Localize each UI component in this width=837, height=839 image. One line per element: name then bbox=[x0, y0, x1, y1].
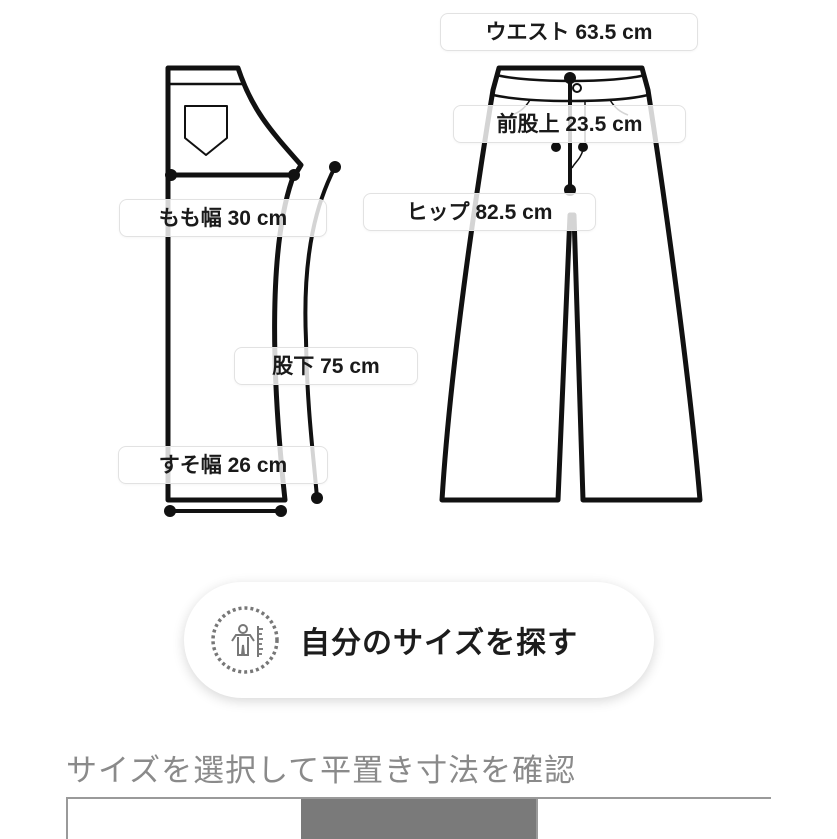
size-tabs bbox=[66, 797, 772, 839]
front-rise-label: 前股上 23.5 cm bbox=[453, 105, 686, 143]
find-my-size-button[interactable]: 自分のサイズを探す bbox=[184, 582, 654, 698]
side-view-garment bbox=[165, 65, 304, 503]
hip-label: ヒップ 82.5 cm bbox=[363, 193, 596, 231]
waist-label: ウエスト 63.5 cm bbox=[440, 13, 698, 51]
size-tab-3[interactable] bbox=[535, 799, 772, 839]
size-tab-2-selected[interactable] bbox=[301, 799, 536, 839]
hem-measure-line bbox=[164, 505, 287, 517]
thigh-width-label: もも幅 30 cm bbox=[119, 199, 327, 237]
hem-width-label: すそ幅 26 cm bbox=[118, 446, 328, 484]
size-tab-1[interactable] bbox=[66, 799, 302, 839]
body-measure-icon bbox=[211, 606, 279, 674]
inseam-label: 股下 75 cm bbox=[234, 347, 418, 385]
size-section-title: サイズを選択して平置き寸法を確認 bbox=[66, 753, 577, 788]
find-my-size-label: 自分のサイズを探す bbox=[300, 627, 579, 660]
thigh-measure-line bbox=[165, 169, 300, 181]
